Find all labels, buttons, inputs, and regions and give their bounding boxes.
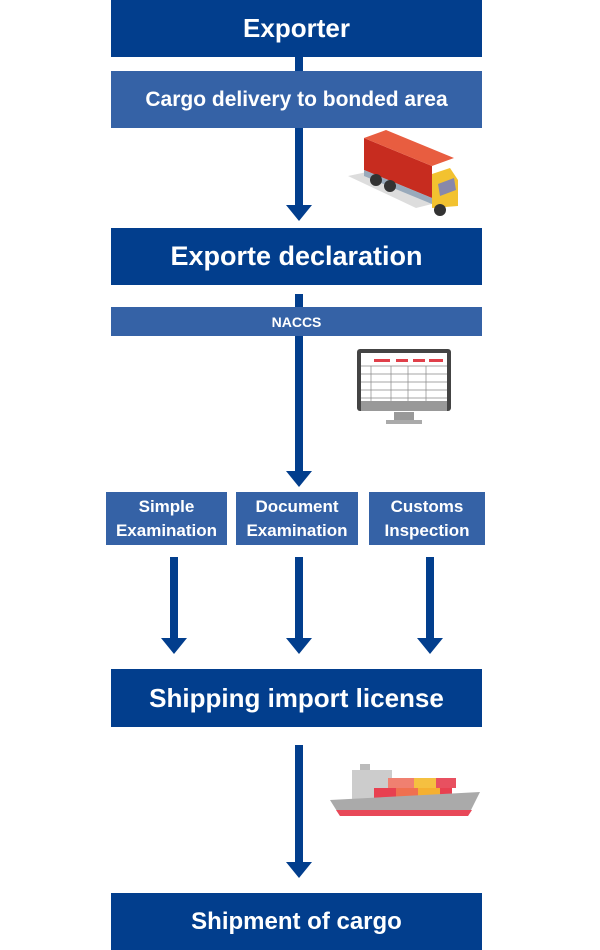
connector — [295, 294, 303, 307]
shipment-label: Shipment of cargo — [191, 907, 402, 935]
declaration-label: Exporte declaration — [170, 241, 423, 271]
cargo-delivery-box: Cargo delivery to bonded area — [111, 71, 482, 128]
cargo-delivery-label: Cargo delivery to bonded area — [145, 87, 448, 111]
arrow-head — [417, 638, 443, 654]
arrow-shaft — [295, 745, 303, 863]
license-label: Shipping import license — [149, 682, 444, 713]
arrow-head — [286, 862, 312, 878]
arrow-head — [286, 471, 312, 487]
connector — [295, 57, 303, 71]
exam-line1: Document — [255, 496, 339, 516]
arrow-head — [286, 638, 312, 654]
naccs-label: NACCS — [271, 313, 322, 330]
arrow-shaft — [295, 336, 303, 472]
computer-monitor-icon — [357, 349, 451, 424]
exam-line2: Examination — [246, 520, 348, 540]
exam-line1: Customs — [390, 496, 464, 516]
declaration-box: Exporte declaration — [111, 228, 482, 285]
exam-line1: Simple — [138, 496, 195, 516]
arrow-shaft — [170, 557, 178, 639]
exam-line2: Examination — [115, 520, 218, 540]
arrow-head — [161, 638, 187, 654]
naccs-box: NACCS — [111, 307, 482, 336]
exam-line2: Inspection — [384, 520, 470, 540]
license-box: Shipping import license — [111, 669, 482, 727]
arrow-shaft — [295, 557, 303, 639]
arrow-shaft — [426, 557, 434, 639]
arrow-shaft — [295, 128, 303, 206]
truck-icon — [348, 130, 458, 216]
arrow-head — [286, 205, 312, 221]
exporter-box: Exporter — [111, 0, 482, 57]
shipment-box: Shipment of cargo — [111, 893, 482, 950]
cargo-ship-icon — [330, 764, 480, 816]
exporter-label: Exporter — [243, 13, 350, 43]
